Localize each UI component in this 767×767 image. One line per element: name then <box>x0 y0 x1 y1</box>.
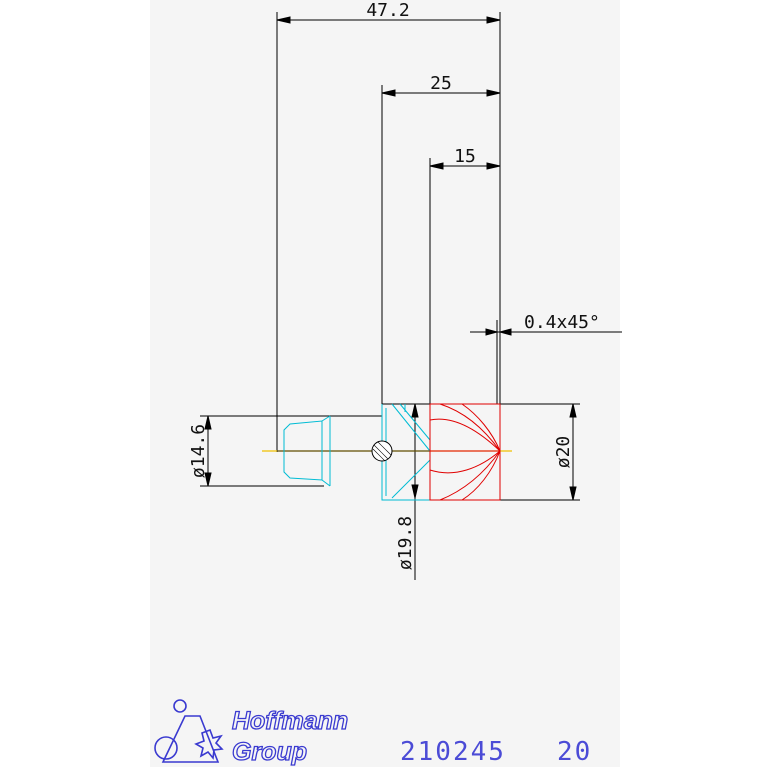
shank-profile <box>283 420 323 481</box>
brand-name-line2: Group <box>232 738 307 766</box>
helix-curve <box>461 403 501 452</box>
coolant-hole <box>371 440 393 462</box>
arrowhead <box>411 484 419 499</box>
arrowhead <box>486 16 501 24</box>
arrowhead <box>381 89 396 97</box>
length-dimensions <box>276 12 622 452</box>
dim-overall-length: 47.2 <box>366 0 409 21</box>
flute-edge <box>391 403 431 452</box>
cutting-head <box>429 403 501 501</box>
cut-diameter-dimension <box>500 403 580 501</box>
brand-name-line1: Hoffmann <box>232 707 348 735</box>
logo-triangle <box>161 715 220 763</box>
drawing-sheet <box>150 0 620 767</box>
coolant-hole-outline <box>371 440 393 462</box>
arrowhead <box>411 403 419 418</box>
arrowhead <box>569 403 577 418</box>
flute-edge <box>391 459 431 499</box>
logo-emblem <box>154 699 224 763</box>
hatch-line <box>377 441 392 456</box>
dim-mid-length: 25 <box>430 73 452 94</box>
hatch-line <box>372 448 386 462</box>
helix-curve <box>429 450 501 474</box>
shank-chamfer <box>321 479 331 487</box>
arrowhead <box>498 328 512 336</box>
helix-curve <box>439 403 501 452</box>
dim-cut-diameter: ø20 <box>553 436 574 469</box>
dim-shank-diameter: ø14.6 <box>188 424 209 478</box>
helix-curve <box>439 450 501 501</box>
arrowhead <box>429 162 444 170</box>
part-number: 210245 <box>400 737 506 767</box>
helix-curve <box>461 450 501 501</box>
logo-head <box>173 699 187 713</box>
arrowhead <box>204 472 212 487</box>
arrowhead <box>569 486 577 501</box>
arrowhead <box>486 89 501 97</box>
brand-logo: Hoffmann Group <box>154 699 349 767</box>
shank-chamfer <box>321 415 331 422</box>
hatch-line <box>373 444 389 460</box>
helix-curve <box>429 418 501 452</box>
dim-cut-length: 15 <box>454 146 476 167</box>
arrowhead <box>485 328 499 336</box>
dim-neck-diameter: ø19.8 <box>395 516 416 570</box>
neck-diameter-dimension <box>411 403 419 580</box>
cutting-zone <box>429 403 501 501</box>
arrowhead <box>486 162 501 170</box>
arrowhead <box>204 415 212 430</box>
dim-chamfer: 0.4x45° <box>524 312 600 333</box>
neck-profile <box>381 404 430 501</box>
arrowhead <box>276 16 291 24</box>
logo-star <box>194 728 224 760</box>
size-label: 20 <box>557 737 592 767</box>
logo-wheel <box>154 736 178 760</box>
